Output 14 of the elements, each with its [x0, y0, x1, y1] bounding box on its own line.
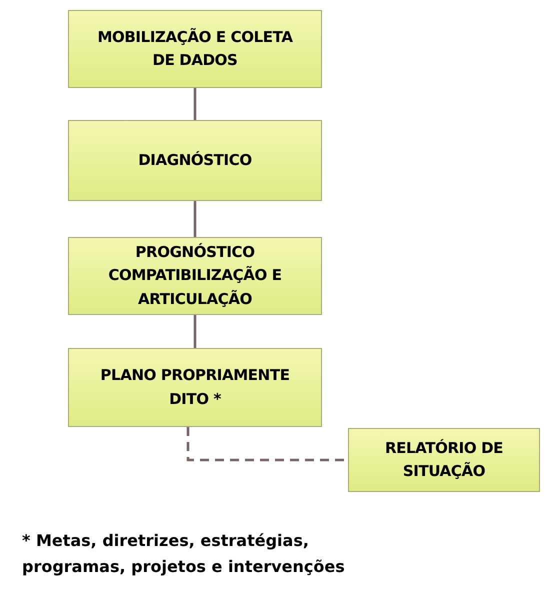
process-box	[68, 237, 322, 315]
box-label: RELATÓRIO DE SITUAÇÃO	[384, 438, 504, 482]
connector-line	[194, 88, 196, 120]
box-label: PROGNÓSTICO COMPATIBILIZAÇÃO E ARTICULAÇÃO	[107, 242, 283, 310]
footnote: * Metas, diretrizes, estratégias, programas, projetos e intervenções	[22, 530, 346, 578]
process-box	[68, 10, 322, 88]
box-label: MOBILIZAÇÃO E COLETA DE DADOS	[97, 26, 293, 71]
box-label: PLANO PROPRIAMENTE DITO *	[99, 365, 291, 410]
process-box	[68, 120, 322, 201]
connector-line	[194, 201, 196, 237]
process-box	[348, 428, 540, 492]
process-box	[68, 348, 322, 427]
box-label: DIAGNÓSTICO	[138, 150, 252, 171]
connector-line	[194, 315, 196, 348]
